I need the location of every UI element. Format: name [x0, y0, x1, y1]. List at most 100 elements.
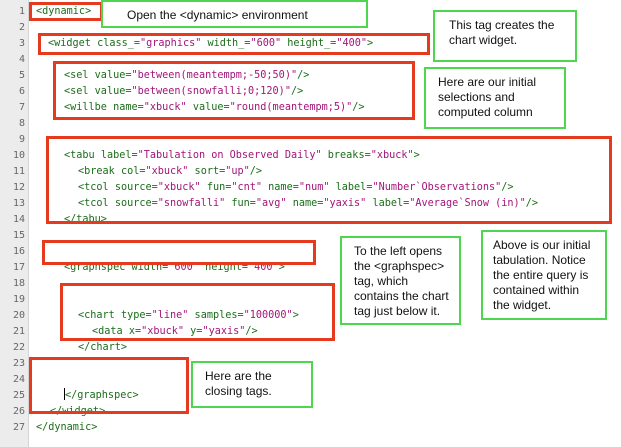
tag-text: <tcol: [78, 182, 115, 193]
highlight-chart: [60, 283, 335, 341]
tag-text: >: [413, 150, 420, 161]
highlight-tabulation: [46, 136, 612, 224]
highlight-dynamic-open: [29, 2, 103, 21]
tag-text: >: [292, 310, 299, 321]
note-text: Above is our initial tabulation. Notice …: [493, 238, 591, 312]
tag-text: />: [249, 166, 263, 177]
tag-text: <data: [92, 326, 129, 337]
tag-text: </chart>: [78, 342, 128, 353]
tag-text: <sel: [64, 70, 95, 81]
tag-text: />: [297, 70, 310, 81]
line-number: 7: [18, 102, 25, 113]
line-number: 22: [12, 342, 25, 353]
attr-text: height=: [198, 262, 249, 273]
value-text: "xbuck": [141, 326, 185, 337]
highlight-selections: [53, 61, 415, 120]
line-number: 11: [12, 166, 25, 177]
code-line-6[interactable]: <sel value="between(snowfalli;0;120)"/>: [64, 84, 303, 100]
value-text: "round(meantempm;5)": [229, 102, 353, 113]
attr-text: x=: [128, 326, 142, 337]
highlight-graphspec-open: [42, 240, 316, 265]
attr-text: name=: [286, 198, 324, 209]
note-closing-tags: Here are the closing tags.: [191, 361, 313, 408]
code-line-7[interactable]: <willbe name="xbuck" value="round(meante…: [64, 100, 365, 116]
code-line-27[interactable]: </dynamic>: [36, 420, 97, 436]
line-number: 3: [18, 38, 25, 49]
tag-text: <graphspec: [64, 262, 132, 273]
tag-text: </dynamic>: [36, 422, 98, 433]
code-line-25[interactable]: </graphspec>: [64, 388, 139, 404]
line-number: 24: [12, 374, 25, 385]
value-text: "Number`Observations": [372, 182, 502, 193]
attr-text: fun=: [225, 198, 256, 209]
code-line-3[interactable]: <widget class_="graphics" width_="600" h…: [48, 36, 373, 52]
line-number: 2: [18, 22, 25, 33]
highlight-widget-tag: [38, 33, 430, 55]
value-text: "xbuck": [145, 166, 189, 177]
line-number: 12: [12, 182, 25, 193]
tag-text: <sel: [64, 86, 95, 97]
tag-text: </graphspec>: [65, 390, 139, 401]
note-selections: Here are our initial selections and comp…: [424, 67, 566, 129]
tag-text: />: [501, 182, 514, 193]
tag-text: <dynamic>: [36, 6, 92, 17]
tag-text: />: [290, 86, 304, 97]
note-text: Here are our initial selections and comp…: [438, 75, 537, 119]
attr-text: source=: [114, 182, 158, 193]
value-text: "Average`Snow (in)": [409, 198, 526, 209]
line-number: 4: [18, 54, 25, 65]
code-line-17[interactable]: <graphspec width="600" height="400">: [64, 260, 285, 276]
tag-text: <tabu: [64, 150, 101, 161]
line-number: 18: [12, 278, 25, 289]
value-text: "between(snowfalli;0;120)": [131, 86, 291, 97]
note-open-dynamic: Open the <dynamic> environment: [101, 0, 368, 28]
highlight-closing-tags: [29, 357, 189, 414]
note-graphspec: To the left opens the <graphspec> tag, w…: [340, 236, 461, 325]
tag-text: />: [525, 198, 539, 209]
code-line-10[interactable]: <tabu label="Tabulation on Observed Dail…: [64, 148, 420, 164]
code-line-5[interactable]: <sel value="between(meantempm;-50;50)"/>: [64, 68, 309, 84]
line-number: 15: [12, 230, 25, 241]
note-tabulation: Above is our initial tabulation. Notice …: [481, 230, 607, 320]
code-line-20[interactable]: <chart type="line" samples="100000">: [78, 308, 299, 324]
note-text: This tag creates the chart widget.: [449, 18, 555, 47]
code-line-22[interactable]: </chart>: [78, 340, 127, 356]
value-text: "400": [248, 262, 279, 273]
code-line-13[interactable]: <tcol source="snowfalli" fun="avg" name=…: [78, 196, 538, 212]
code-line-11[interactable]: <break col="xbuck" sort="up"/>: [78, 164, 262, 180]
line-number: 6: [18, 86, 25, 97]
code-line-14[interactable]: </tabu>: [64, 212, 107, 228]
line-number: 5: [18, 70, 25, 81]
tag-text: >: [278, 262, 285, 273]
attr-text: class_=: [97, 38, 141, 49]
attr-text: height_=: [281, 38, 337, 49]
value-text: "600": [250, 38, 282, 49]
code-line-12[interactable]: <tcol source="xbuck" fun="cnt" name="num…: [78, 180, 514, 196]
value-text: "graphics": [140, 38, 202, 49]
attr-text: value=: [94, 86, 132, 97]
line-number: 14: [12, 214, 25, 225]
tag-text: <chart: [78, 310, 121, 321]
value-text: "100000": [243, 310, 293, 321]
value-text: "xbuck": [157, 182, 201, 193]
attr-text: label=: [366, 198, 410, 209]
note-widget: This tag creates the chart widget.: [433, 10, 577, 62]
attr-text: width=: [131, 262, 169, 273]
line-number: 8: [18, 118, 25, 129]
value-text: "yaxis": [202, 326, 246, 337]
note-text: Open the <dynamic> environment: [127, 8, 308, 22]
line-number: 26: [12, 406, 25, 417]
tag-text: <willbe: [64, 102, 114, 113]
line-number: 1: [18, 6, 25, 17]
tag-text: <tcol: [78, 198, 115, 209]
attr-text: col=: [120, 166, 146, 177]
attr-text: breaks=: [321, 150, 371, 161]
attr-text: type=: [120, 310, 152, 321]
code-line-1[interactable]: <dynamic>: [36, 4, 91, 20]
line-number: 20: [12, 310, 25, 321]
attr-text: y=: [184, 326, 203, 337]
attr-text: width_=: [201, 38, 251, 49]
value-text: "snowfalli": [157, 198, 226, 209]
code-line-21[interactable]: <data x="xbuck" y="yaxis"/>: [92, 324, 258, 340]
value-text: "400": [336, 38, 367, 49]
